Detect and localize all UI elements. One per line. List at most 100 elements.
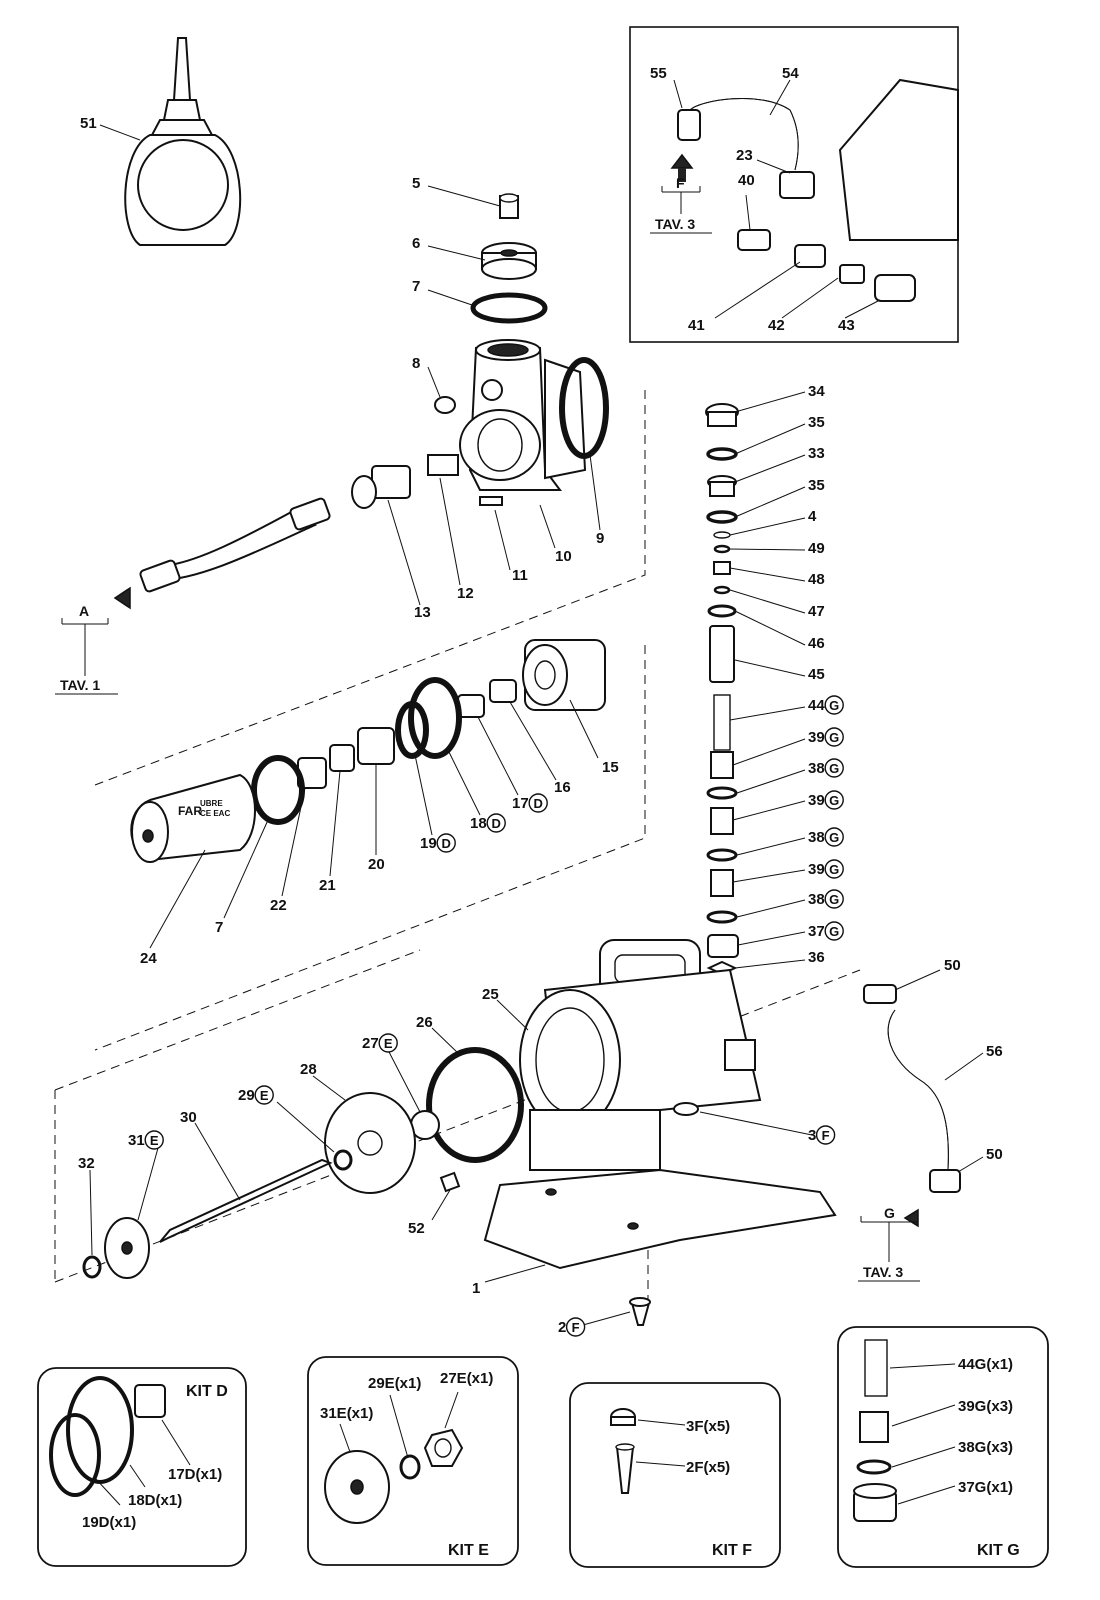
callout-p31: 31 (128, 1132, 145, 1149)
callout-p40: 40 (738, 172, 755, 189)
kit-badge-circle (144, 1130, 164, 1150)
kit-g-item-37g: 37G(x1) (958, 1479, 1013, 1496)
callout-p11: 11 (512, 567, 528, 584)
kit-badge-letter: G (829, 830, 839, 845)
callout-p54: 54 (782, 65, 799, 82)
kit-e-item-31e: 31E(x1) (320, 1405, 373, 1422)
callout-p3: 3 (808, 1127, 816, 1144)
callout-p38b: 38 (808, 829, 825, 846)
callout-p39b: 39 (808, 792, 825, 809)
callout-p24: 24 (140, 950, 157, 967)
kit-g-box: KIT G 44G(x1) 39G(x3) 38G(x3) 37G(x1) (837, 1326, 1049, 1568)
callout-p39a: 39 (808, 729, 825, 746)
callout-p34: 34 (808, 383, 825, 400)
callout-p13: 13 (414, 604, 431, 621)
callout-p21: 21 (319, 877, 336, 894)
callout-p7b: 7 (215, 919, 223, 936)
callout-p10: 10 (555, 548, 572, 565)
kit-badge-letter: G (829, 793, 839, 808)
kit-e-item-27e: 27E(x1) (440, 1370, 493, 1387)
callout-p25: 25 (482, 986, 499, 1003)
callout-p23: 23 (736, 147, 753, 164)
kit-d-item-19d: 19D(x1) (82, 1514, 136, 1531)
kit-badge-circle (486, 813, 506, 833)
callout-p49: 49 (808, 540, 825, 557)
kit-badge-letter: G (829, 862, 839, 877)
callout-p38c: 38 (808, 891, 825, 908)
callout-p43: 43 (838, 317, 855, 334)
kit-badge-letter: G (829, 924, 839, 939)
kit-d-title: KIT D (186, 1383, 228, 1400)
kit-g-item-38g: 38G(x3) (958, 1439, 1013, 1456)
kit-badge-circle (824, 889, 844, 909)
pump-mark-label: CE EAC (200, 809, 230, 818)
filler-plug-group (470, 193, 548, 324)
callout-p1: 1 (472, 1280, 480, 1297)
kit-f-title: KIT F (712, 1542, 752, 1559)
callout-p26: 26 (416, 1014, 433, 1031)
callout-p18: 18 (470, 815, 487, 832)
ref-a-letter: A (79, 603, 89, 619)
kit-badge-circle (815, 1125, 836, 1145)
callout-p5: 5 (412, 175, 420, 192)
kit-e-item-29e: 29E(x1) (368, 1375, 421, 1392)
callout-p9: 9 (596, 530, 604, 547)
callout-p30: 30 (180, 1109, 197, 1126)
kit-badge-circle (824, 758, 844, 778)
kit-badge-letter: G (829, 730, 839, 745)
kit-badge-letter: G (829, 761, 839, 776)
kit-d-item-18d: 18D(x1) (128, 1492, 182, 1509)
reference-markers: A TAV. 1 F TAV. 3 G TAV. 3 (55, 175, 920, 1282)
callout-p6: 6 (412, 235, 420, 252)
ref-a-table: TAV. 1 (60, 677, 100, 693)
callout-p32: 32 (78, 1155, 95, 1172)
callout-p8: 8 (412, 355, 420, 372)
seal-assembly-group: FAR UBRE CE EAC (130, 639, 606, 863)
kit-badge-circle (528, 793, 548, 813)
kit-e-box: KIT E 31E(x1) 29E(x1) 27E(x1) (307, 1356, 519, 1566)
callout-p48: 48 (808, 571, 825, 588)
callout-p55: 55 (650, 65, 667, 82)
callout-p17: 17 (512, 795, 529, 812)
callout-p51: 51 (80, 115, 97, 132)
kit-e-title: KIT E (448, 1542, 489, 1559)
callout-p22: 22 (270, 897, 287, 914)
valve-stack-group (705, 403, 739, 976)
kit-f-item-3f: 3F(x5) (686, 1418, 730, 1435)
ref-f-letter: F (676, 175, 685, 191)
callout-p41: 41 (688, 317, 705, 334)
kit-g-title: KIT G (977, 1542, 1020, 1559)
ref-g-table: TAV. 3 (863, 1264, 903, 1280)
callout-p37: 37 (808, 923, 825, 940)
callout-p47: 47 (808, 603, 825, 620)
callout-p35a: 35 (808, 414, 825, 431)
callout-p4: 4 (808, 508, 817, 525)
callout-p2: 2 (558, 1319, 566, 1336)
kit-badge-circle (254, 1085, 274, 1105)
kit-badge-letter: D (534, 796, 543, 811)
pump-housing-group (483, 939, 837, 1326)
ref-f-table: TAV. 3 (655, 216, 695, 232)
kit-badge-letter: F (822, 1128, 830, 1143)
callout-p35b: 35 (808, 477, 825, 494)
oil-can (124, 37, 242, 246)
kit-f-box: KIT F 3F(x5) 2F(x5) (569, 1382, 781, 1568)
callout-p45: 45 (808, 666, 825, 683)
callout-p19: 19 (420, 835, 437, 852)
callout-p20: 20 (368, 856, 385, 873)
kit-badge-letter: G (829, 892, 839, 907)
kit-d-box: KIT D 17D(x1) 18D(x1) 19D(x1) (37, 1367, 247, 1567)
kit-badge-circle (824, 859, 844, 879)
kit-badge-circle (378, 1033, 398, 1053)
kit-badge-letter: E (384, 1036, 393, 1051)
callout-p42: 42 (768, 317, 785, 334)
kit-badge-circle (824, 695, 844, 715)
callout-p44: 44 (808, 697, 825, 714)
pump-model-label: UBRE (200, 799, 223, 808)
callout-p27: 27 (362, 1035, 379, 1052)
suction-hose-group (863, 984, 961, 1228)
kit-badge-circle (824, 790, 844, 810)
kit-badge-letter: F (572, 1320, 580, 1335)
